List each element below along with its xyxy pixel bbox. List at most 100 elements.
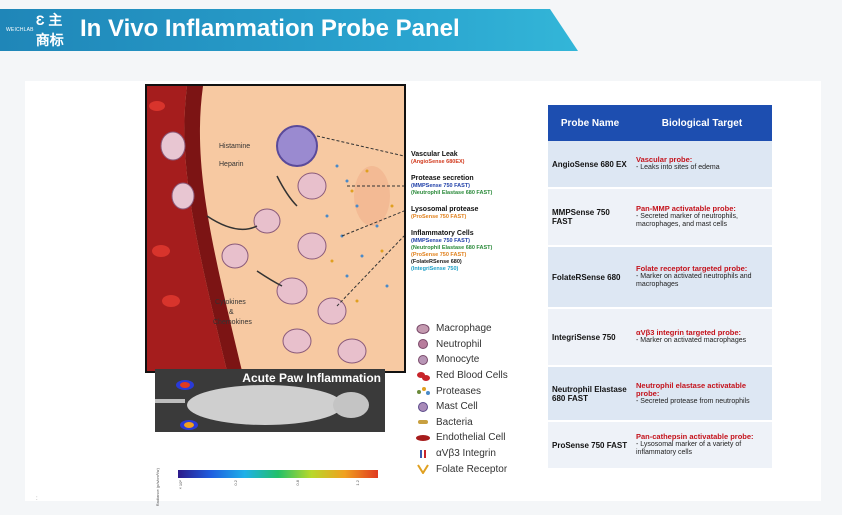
legend-item: Proteases — [415, 383, 525, 399]
neutrophil — [253, 208, 281, 234]
annotation-item: (IntegriSense 750) — [411, 266, 459, 272]
legend-item: Monocyte — [415, 352, 525, 368]
table-row: Neutrophil Elastase 680 FAST Neutrophil … — [548, 366, 772, 422]
target-description: - Marker on activated neutrophils and ma… — [636, 273, 752, 288]
mouse-body — [187, 385, 343, 425]
legend-label: Red Blood Cells — [436, 370, 508, 382]
mouse-imaging-panel: Acute Paw Inflammation — [155, 369, 385, 432]
macrophage — [297, 232, 327, 260]
macrophage — [317, 297, 347, 325]
target-title: Pan-cathepsin activatable probe: — [636, 432, 754, 441]
probe-table: Probe Name Biological Target AngioSense … — [548, 105, 772, 470]
annotation-heading: Protease secretion — [411, 175, 474, 182]
macrophage — [276, 277, 308, 305]
logo-text: WEICHLAB — [6, 27, 34, 33]
hot-spot-core — [180, 382, 190, 388]
annotation-item: (ProSense 750 FAST) — [411, 214, 467, 220]
table-row: ProSense 750 FAST Pan-cathepsin activata… — [548, 421, 772, 470]
probe-name: MMPSense 750 FAST — [548, 188, 632, 247]
macrophage — [282, 328, 312, 354]
colorbar-tick: ×10⁸ — [178, 480, 183, 492]
probe-dots — [330, 169, 394, 303]
endothelial-cell-icon — [415, 432, 430, 443]
mouse-tail — [155, 399, 185, 403]
annotation-vascular-leak: Vascular Leak (AngioSense 680EX) — [411, 150, 523, 166]
legend-item: Macrophage — [415, 321, 525, 337]
migration-arrows — [206, 175, 298, 287]
annotation-item: (ProSense 750 FAST) — [411, 252, 467, 258]
legend-label: Bacteria — [436, 416, 473, 428]
legend-label: Endothelial Cell — [436, 432, 506, 444]
legend-label: Proteases — [436, 385, 482, 397]
legend-item: Folate Receptor — [415, 461, 525, 477]
bacteria-icon — [415, 417, 430, 428]
probe-name: IntegriSense 750 — [548, 308, 632, 367]
legend-item: Red Blood Cells — [415, 368, 525, 384]
target-title: Neutrophil elastase activatable probe: — [636, 380, 747, 398]
biological-target: Folate receptor targeted probe: - Marker… — [632, 246, 772, 309]
table-row: MMPSense 750 FAST Pan-MMP activatable pr… — [548, 188, 772, 247]
probe-name: Neutrophil Elastase 680 FAST — [548, 366, 632, 422]
biological-target: αVβ3 integrin targeted probe: - Marker o… — [632, 308, 772, 367]
vessel-wall — [184, 86, 242, 371]
colorbar-tick: 0.2 — [233, 480, 238, 486]
heparin-label: Heparin — [219, 161, 244, 168]
cell-legend: Macrophage Neutrophil Monocyte Red Blood… — [415, 321, 525, 477]
colorbar-label: Radiance (p/s/cm²/sr) — [155, 468, 160, 507]
macrophage-icon — [415, 323, 430, 334]
target-description: - Secreted marker of neutrophils, macrop… — [636, 213, 738, 228]
tissue-region — [354, 166, 390, 226]
probe-name: FolateRSense 680 — [548, 246, 632, 309]
mouse-head — [333, 392, 369, 418]
column-header: Biological Target — [632, 105, 772, 141]
legend-label: αVβ3 Integrin — [436, 448, 496, 460]
radiance-colorbar — [178, 470, 378, 478]
red-blood-cells-icon — [415, 370, 430, 381]
biological-target: Vascular probe: - Leaks into sites of ed… — [632, 141, 772, 189]
target-title: Vascular probe: — [636, 155, 693, 164]
legend-item: αVβ3 Integrin — [415, 446, 525, 462]
footer-mark: : — [36, 496, 38, 502]
annotation-heading: Inflammatory Cells — [411, 230, 474, 237]
probe-dots — [325, 164, 389, 288]
illustration-svg: Histamine Heparin Cytokines & Chemokines — [147, 86, 404, 371]
brand-logo: WEICHLAB Ɛ 主商标 — [6, 12, 70, 48]
integrin-icon — [415, 448, 430, 459]
rbc — [162, 295, 180, 307]
annotation-item: (AngioSense 680EX) — [411, 159, 465, 165]
inflammation-illustration: Histamine Heparin Cytokines & Chemokines — [145, 84, 406, 373]
target-title: αVβ3 integrin targeted probe: — [636, 328, 742, 337]
cell-in-vessel — [160, 131, 186, 161]
legend-label: Macrophage — [436, 323, 492, 335]
legend-label: Folate Receptor — [436, 463, 508, 475]
colorbar-tick: 0.8 — [295, 480, 300, 486]
annotation-heading: Vascular Leak — [411, 151, 458, 158]
hot-spot-core — [184, 422, 194, 428]
target-description: - Lysosomal marker of a variety of infla… — [636, 441, 742, 456]
slide-title: In Vivo Inflammation Probe Panel — [80, 15, 460, 42]
folate-receptor-icon — [415, 464, 430, 475]
mast-cell-icon — [415, 401, 430, 412]
table-row: AngioSense 680 EX Vascular probe: - Leak… — [548, 141, 772, 189]
cell-in-vessel — [171, 182, 195, 210]
annotation-item: (Neutrophil Elastase 680 FAST) — [411, 190, 493, 196]
target-description: - Secreted protease from neutrophils — [636, 397, 750, 405]
logo-mark: Ɛ 主商标 — [35, 12, 64, 48]
probe-name: ProSense 750 FAST — [548, 421, 632, 470]
chemokines-label: Chemokines — [213, 319, 252, 326]
column-header: Probe Name — [548, 105, 632, 141]
colorbar-tick: 1.2 — [355, 480, 360, 486]
legend-label: Monocyte — [436, 354, 480, 366]
legend-item: Mast Cell — [415, 399, 525, 415]
mouse-image — [155, 380, 369, 430]
macrophage — [337, 338, 367, 364]
histamine-label: Histamine — [219, 143, 250, 150]
table-header-row: Probe Name Biological Target — [548, 105, 772, 141]
table-row: IntegriSense 750 αVβ3 integrin targeted … — [548, 308, 772, 367]
biological-target: Pan-MMP activatable probe: - Secreted ma… — [632, 188, 772, 247]
legend-item: Bacteria — [415, 415, 525, 431]
annotation-item: (MMPSense 750 FAST) — [411, 238, 470, 244]
monocyte — [221, 243, 249, 269]
target-title: Folate receptor targeted probe: — [636, 264, 748, 273]
annotation-item: (MMPSense 750 FAST) — [411, 183, 470, 189]
